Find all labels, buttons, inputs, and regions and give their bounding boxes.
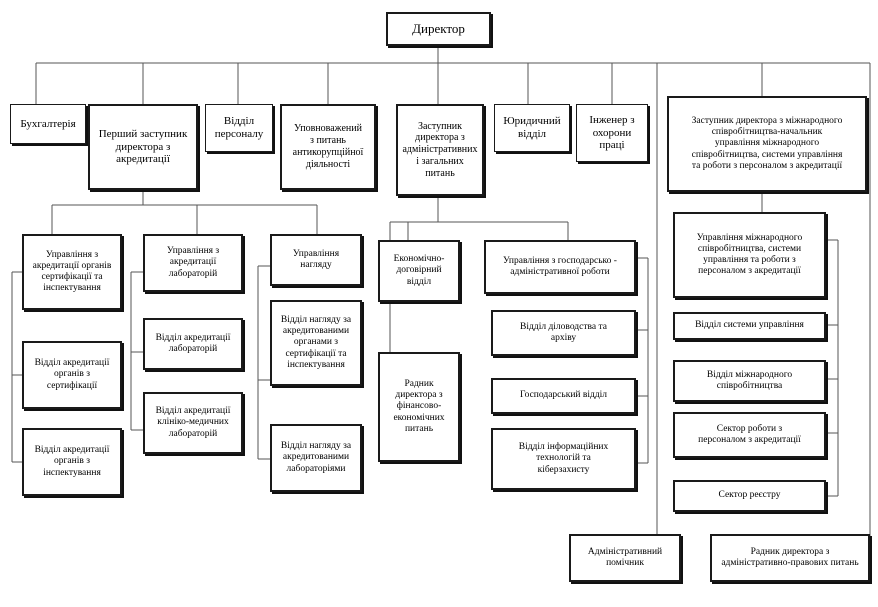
node-advisor-finance-label: Радник директора з фінансово- економічни… [393,378,445,434]
node-dept-supervision-label: Управління нагляду [292,248,340,270]
node-sector-hr-accred[interactable]: Сектор роботи з персоналом з акредитації [673,412,826,458]
node-div-clinical-labs-label: Відділ акредитації клініко-медичних лабо… [155,406,231,439]
node-div-cert-bodies[interactable]: Відділ акредитації органів з сертифікаці… [22,341,122,409]
node-dept-economic-admin-label: Управління з господарсько - адміністрати… [503,255,617,277]
node-div-labs-label: Відділ акредитації лабораторій [155,332,231,354]
node-hr-department[interactable]: Відділ персоналу [205,104,273,152]
node-div-it-cyber-label: Відділ інформаційних технологій та кібер… [518,442,609,475]
node-div-mgmt-system[interactable]: Відділ системи управління [673,312,826,340]
node-anticorruption[interactable]: Уповноважений з питань антикорупційної д… [280,104,376,190]
node-dept-intl-coop[interactable]: Управління міжнародного співробітництва,… [673,212,826,298]
node-dept-labs[interactable]: Управління з акредитації лабораторій [143,234,243,292]
node-div-cert-bodies-label: Відділ акредитації органів з сертифікаці… [34,358,110,391]
node-div-superv-bodies[interactable]: Відділ нагляду за акредитованими органам… [270,300,362,386]
node-div-records-archive-label: Відділ діловодства та архіву [520,321,607,343]
node-div-economic-label: Господарський відділ [519,390,608,401]
node-labor-safety-label: Інженер з охорони праці [589,113,635,152]
node-econ-contract[interactable]: Економічно- договірний відділ [378,240,460,302]
node-advisor-finance[interactable]: Радник директора з фінансово- економічни… [378,352,460,462]
node-div-clinical-labs[interactable]: Відділ акредитації клініко-медичних лабо… [143,392,243,454]
node-legal-department[interactable]: Юридичний відділ [494,104,570,152]
node-admin-assistant-label: Адміністративний помічник [587,546,663,568]
node-dept-cert-bodies-label: Управління з акредитації органів сертифі… [32,249,112,294]
node-div-intl-coop[interactable]: Відділ міжнародного співробітництва [673,360,826,402]
node-div-labs[interactable]: Відділ акредитації лабораторій [143,318,243,370]
node-legal-department-label: Юридичний відділ [503,115,561,140]
node-director-label: Директор [412,21,465,37]
node-div-superv-bodies-label: Відділ нагляду за акредитованими органам… [280,314,352,370]
node-accounting-label: Бухгалтерія [20,117,76,130]
node-div-records-archive[interactable]: Відділ діловодства та архіву [491,310,636,356]
node-first-deputy-label: Перший заступник директора з акредитації [98,127,188,166]
node-labor-safety[interactable]: Інженер з охорони праці [576,104,648,162]
node-sector-registry-label: Сектор реєстру [718,490,781,501]
node-first-deputy[interactable]: Перший заступник директора з акредитації [88,104,198,190]
node-advisor-legal-label: Радник директора з адміністративно-право… [721,546,859,568]
node-deputy-intl-label: Заступник директора з міжнародного співр… [691,115,843,171]
node-deputy-admin[interactable]: Заступник директора з адміністративних і… [396,104,484,196]
node-director[interactable]: Директор [386,12,491,46]
node-econ-contract-label: Економічно- договірний відділ [393,254,445,287]
node-sector-registry[interactable]: Сектор реєстру [673,480,826,512]
node-div-superv-labs-label: Відділ нагляду за акредитованими лаборат… [280,441,352,474]
node-admin-assistant[interactable]: Адміністративний помічник [569,534,681,582]
node-hr-department-label: Відділ персоналу [214,115,264,140]
node-div-economic[interactable]: Господарський відділ [491,378,636,414]
node-sector-hr-accred-label: Сектор роботи з персоналом з акредитації [698,423,801,445]
node-dept-cert-bodies[interactable]: Управління з акредитації органів сертифі… [22,234,122,310]
node-div-it-cyber[interactable]: Відділ інформаційних технологій та кібер… [491,428,636,490]
node-accounting[interactable]: Бухгалтерія [10,104,86,144]
node-deputy-intl[interactable]: Заступник директора з міжнародного співр… [667,96,867,192]
node-div-intl-coop-label: Відділ міжнародного співробітництва [706,369,793,391]
node-div-mgmt-system-label: Відділ системи управління [695,320,804,331]
node-div-insp-bodies-label: Відділ акредитації органів з інспектуван… [34,445,110,478]
node-div-insp-bodies[interactable]: Відділ акредитації органів з інспектуван… [22,428,122,496]
node-deputy-admin-label: Заступник директора з адміністративних і… [402,120,478,179]
node-anticorruption-label: Уповноважений з питань антикорупційної д… [292,123,364,170]
node-dept-labs-label: Управління з акредитації лабораторій [166,246,220,279]
node-advisor-legal[interactable]: Радник директора з адміністративно-право… [710,534,870,582]
node-div-superv-labs[interactable]: Відділ нагляду за акредитованими лаборат… [270,424,362,492]
node-dept-supervision[interactable]: Управління нагляду [270,234,362,286]
node-dept-economic-admin[interactable]: Управління з господарсько - адміністрати… [484,240,636,294]
node-dept-intl-coop-label: Управління міжнародного співробітництва,… [696,232,803,277]
